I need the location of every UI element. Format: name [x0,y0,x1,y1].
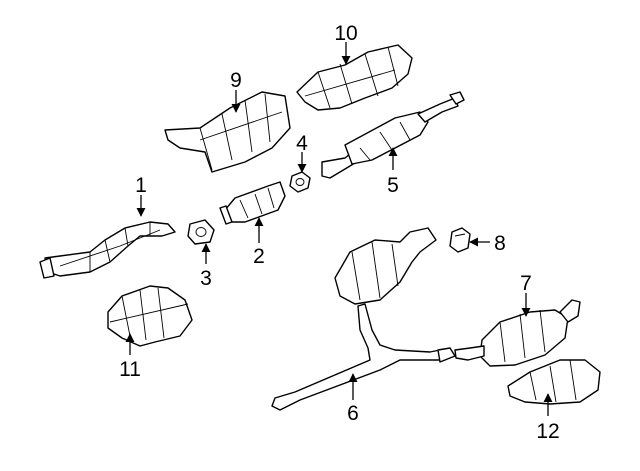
muffler-7-drawing[interactable] [454,299,581,367]
callout-7: 7 [520,272,532,295]
callout-12: 12 [536,420,559,443]
callout-9: 9 [230,69,242,92]
callout-8: 8 [494,232,506,255]
callout-6: 6 [347,402,359,425]
heat-shield-12-drawing[interactable] [507,359,601,405]
callout-2: 2 [253,245,265,268]
callout-labels: 1 2 3 4 5 6 7 8 9 10 11 12 [119,22,560,443]
catalytic-converter-2-drawing[interactable] [219,181,286,225]
heat-shield-10-drawing[interactable] [296,44,413,111]
leader-arrows [125,42,553,416]
callout-1: 1 [135,174,147,197]
heat-shield-11-drawing[interactable] [107,285,193,347]
center-pipe-5-drawing[interactable] [321,91,465,179]
heat-shield-9-drawing[interactable] [164,91,291,173]
callout-10: 10 [334,22,357,45]
callout-3: 3 [200,267,212,290]
gasket-3-drawing[interactable] [187,219,215,245]
front-pipe-1-drawing[interactable] [39,221,176,279]
callout-11: 11 [119,358,141,381]
callout-5: 5 [387,174,399,197]
callout-4: 4 [296,132,308,155]
intermediate-pipe-6-drawing[interactable] [271,227,456,411]
hanger-8-drawing[interactable] [449,227,471,253]
gasket-4-drawing[interactable] [289,171,311,193]
